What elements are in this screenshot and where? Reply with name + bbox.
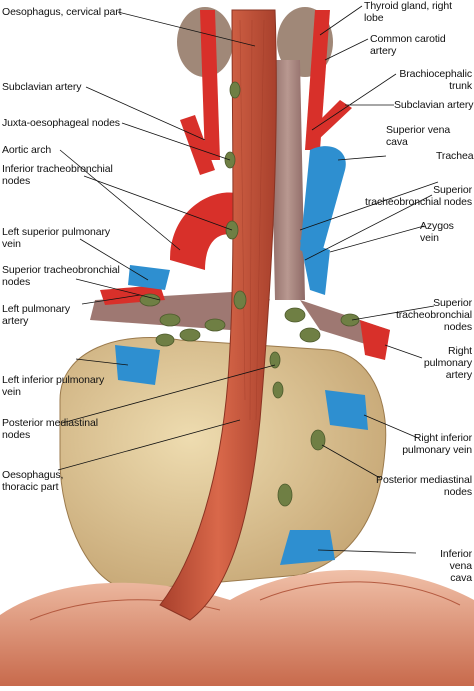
label-azygos-vein: Azygos vein	[420, 220, 454, 244]
common-carotid-left	[200, 10, 220, 160]
right-inferior-pulmonary-vein	[325, 390, 368, 430]
superior-vena-cava	[300, 146, 346, 260]
subclavian-artery-right	[308, 100, 352, 140]
left-superior-pulmonary-vein	[128, 265, 170, 290]
label-oesophagus-thoracic: Oesophagus, thoracic part	[2, 469, 64, 493]
label-superior-tracheobronchial-nodes-left: Superior tracheobronchial nodes	[2, 264, 120, 288]
leader-lines-left	[57, 11, 276, 471]
label-left-pulmonary-artery: Left pulmonary artery	[2, 303, 71, 327]
leader-lines-right	[299, 5, 439, 554]
label-brachiocephalic-trunk: Brachiocephalic trunk	[399, 68, 472, 92]
trachea	[270, 60, 305, 300]
common-carotid-right	[305, 10, 330, 150]
label-superior-tracheobronchial-nodes-right-1: Superior tracheobronchial nodes	[365, 184, 472, 208]
label-posterior-mediastinal-nodes-right: Posterior mediastinal nodes	[376, 474, 472, 498]
oesophagus	[159, 9, 277, 621]
label-left-inferior-pulmonary-vein: Left inferior pulmonary vein	[2, 374, 105, 398]
label-inferior-tracheobronchial-nodes: Inferior tracheobronchial nodes	[2, 163, 113, 187]
label-inferior-vena-cava: Inferior vena cava	[440, 548, 472, 584]
label-right-inferior-pulmonary-vein: Right inferior pulmonary vein	[402, 432, 472, 456]
azygos-vein	[300, 240, 330, 295]
label-oesophagus-cervical: Oesophagus, cervical part	[2, 6, 122, 18]
label-common-carotid-artery: Common carotid artery	[370, 33, 446, 57]
right-pulmonary-artery	[360, 320, 390, 360]
label-aortic-arch: Aortic arch	[2, 144, 52, 156]
left-inferior-pulmonary-vein	[115, 345, 160, 385]
aortic-arch	[170, 192, 250, 270]
label-subclavian-artery-left: Subclavian artery	[2, 81, 82, 93]
label-superior-vena-cava: Superior vena cava	[386, 124, 451, 148]
label-juxta-oesophageal-nodes: Juxta-oesophageal nodes	[2, 117, 120, 129]
label-thyroid-right-lobe: Thyroid gland, right lobe	[364, 0, 452, 24]
subclavian-artery-left	[180, 115, 215, 175]
label-trachea: Trachea	[436, 150, 474, 162]
label-right-pulmonary-artery: Right pulmonary artery	[423, 345, 472, 381]
label-superior-tracheobronchial-nodes-right-2: Superior tracheobronchial nodes	[395, 297, 472, 333]
label-subclavian-artery-right: Subclavian artery	[394, 99, 474, 111]
inferior-vena-cava	[280, 530, 335, 565]
diaphragm	[0, 570, 474, 686]
label-posterior-mediastinal-nodes-left: Posterior mediastinal nodes	[2, 417, 98, 441]
lymph-nodes	[139, 81, 360, 507]
label-left-superior-pulmonary-vein: Left superior pulmonary vein	[2, 226, 111, 250]
